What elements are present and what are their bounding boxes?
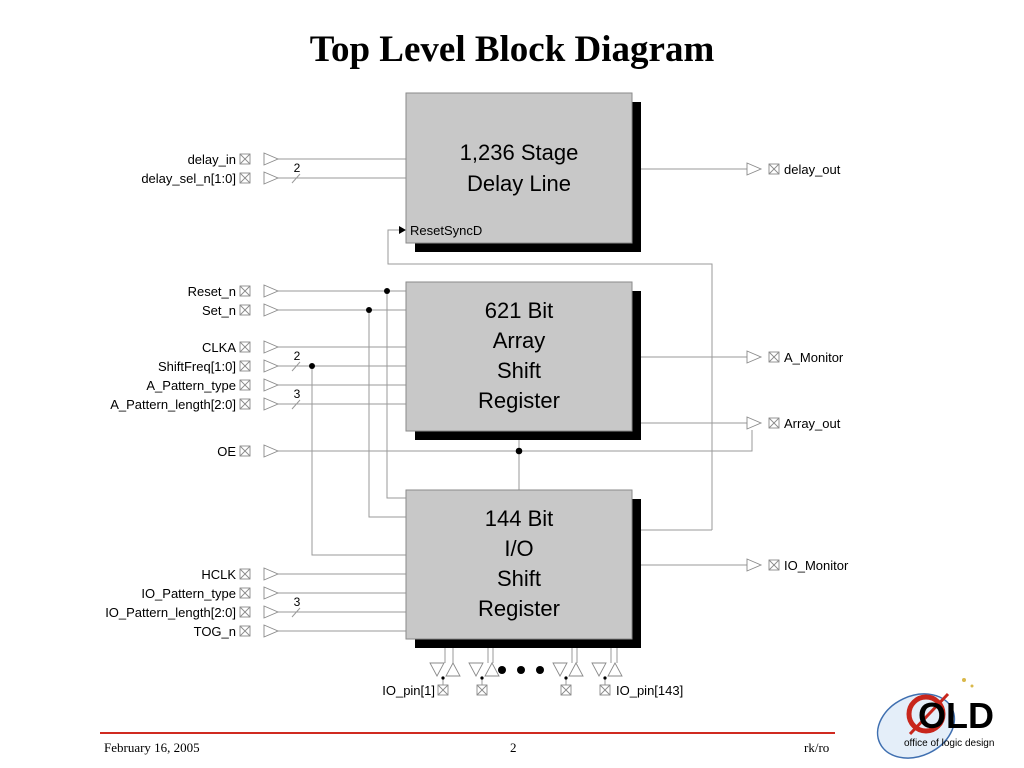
pin-oe: OE	[217, 444, 279, 459]
reset-port-label: ResetSyncD	[410, 223, 482, 238]
block-label-line: Shift	[497, 358, 541, 383]
footer-date: February 16, 2005	[104, 740, 200, 755]
block-label-line: Register	[478, 388, 560, 413]
block-label-line: I/O	[504, 536, 533, 561]
pin-delay-sel-n: delay_sel_n[1:0]	[141, 171, 279, 186]
block-label-line: Shift	[497, 566, 541, 591]
bus-width-label: 2	[294, 161, 301, 175]
pin-io-monitor: IO_Monitor	[746, 558, 849, 573]
pin-a-pattern-length: A_Pattern_length[2:0]	[110, 397, 279, 412]
pin-reset-n: Reset_n	[188, 284, 279, 299]
block-label-line: 144 Bit	[485, 506, 554, 531]
junction-dot	[366, 307, 372, 313]
svg-text:delay_sel_n[1:0]: delay_sel_n[1:0]	[141, 171, 236, 186]
junction-dots	[309, 288, 523, 455]
ellipsis-dots	[498, 666, 544, 674]
io-buffer-pair	[552, 662, 584, 677]
pin-a-pattern-type: A_Pattern_type	[146, 378, 279, 393]
io-buffer-pair	[591, 662, 623, 677]
svg-text:Set_n: Set_n	[202, 303, 236, 318]
svg-text:IO_Pattern_length[2:0]: IO_Pattern_length[2:0]	[105, 605, 236, 620]
pin-delay-out: delay_out	[746, 162, 841, 177]
io-pin-last-label: IO_pin[143]	[616, 683, 683, 698]
svg-text:HCLK: HCLK	[201, 567, 236, 582]
block-label-line: Register	[478, 596, 560, 621]
output-pins: delay_out A_Monitor Array_out IO_Monitor	[746, 162, 849, 573]
pin-hclk: HCLK	[201, 567, 279, 582]
pin-a-monitor: A_Monitor	[746, 350, 844, 365]
svg-text:TOG_n: TOG_n	[194, 624, 236, 639]
svg-text:IO_Monitor: IO_Monitor	[784, 558, 849, 573]
pin-set-n: Set_n	[202, 303, 279, 318]
junction-dot	[309, 363, 315, 369]
junction-dot	[384, 288, 390, 294]
pin-array-out: Array_out	[746, 416, 841, 431]
svg-text:IO_Pattern_type: IO_Pattern_type	[141, 586, 236, 601]
pin-io-pattern-type: IO_Pattern_type	[141, 586, 279, 601]
block-label-line: Array	[493, 328, 546, 353]
delay-line-block: 1,236 Stage Delay Line ResetSyncD	[405, 92, 641, 252]
svg-text:CLKA: CLKA	[202, 340, 236, 355]
footer-page-number: 2	[510, 740, 517, 755]
bus-width-label: 3	[294, 595, 301, 609]
svg-text:delay_in: delay_in	[188, 152, 236, 167]
svg-text:A_Pattern_length[2:0]: A_Pattern_length[2:0]	[110, 397, 236, 412]
reset-arrow-icon	[399, 226, 406, 234]
pin-io-pattern-length: IO_Pattern_length[2:0]	[105, 605, 279, 620]
svg-text:delay_out: delay_out	[784, 162, 841, 177]
io-buffer-pair	[468, 662, 500, 677]
footer-author: rk/ro	[804, 740, 830, 755]
bus-width-labels: 2 2 3 3	[294, 161, 301, 609]
wires	[278, 158, 753, 690]
io-buffer-pair	[429, 662, 461, 677]
block-label-line: Delay Line	[467, 171, 571, 196]
pin-tog-n: TOG_n	[194, 624, 279, 639]
io-pad-dots	[441, 676, 607, 680]
bus-width-label: 3	[294, 387, 301, 401]
svg-text:A_Monitor: A_Monitor	[784, 350, 844, 365]
io-pin-first-label: IO_pin[1]	[382, 683, 435, 698]
io-shift-register-block: 144 Bit I/O Shift Register	[405, 489, 641, 648]
junction-dot	[515, 447, 523, 455]
svg-text:Reset_n: Reset_n	[188, 284, 236, 299]
array-shift-register-block: 621 Bit Array Shift Register	[405, 281, 641, 440]
io-pad-buffers	[429, 662, 623, 677]
pin-shiftfreq: ShiftFreq[1:0]	[158, 359, 279, 374]
logo-word: OLD	[918, 695, 994, 736]
pin-delay-in: delay_in	[188, 152, 279, 167]
svg-text:Array_out: Array_out	[784, 416, 841, 431]
io-pad-pins: IO_pin[1] IO_pin[143]	[382, 683, 683, 698]
input-pins: delay_in delay_sel_n[1:0] Reset_n Set_n …	[105, 152, 279, 639]
office-of-logic-design-logo: OLD office of logic design	[876, 678, 994, 759]
bus-width-label: 2	[294, 349, 301, 363]
block-label-line: 621 Bit	[485, 298, 554, 323]
svg-text:ShiftFreq[1:0]: ShiftFreq[1:0]	[158, 359, 236, 374]
page-title: Top Level Block Diagram	[309, 29, 715, 70]
logo-tagline: office of logic design	[904, 738, 994, 749]
svg-text:OE: OE	[217, 444, 236, 459]
footer-rule	[100, 732, 835, 734]
block-label-line: 1,236 Stage	[460, 140, 579, 165]
pin-clka: CLKA	[202, 340, 279, 355]
svg-text:A_Pattern_type: A_Pattern_type	[146, 378, 236, 393]
